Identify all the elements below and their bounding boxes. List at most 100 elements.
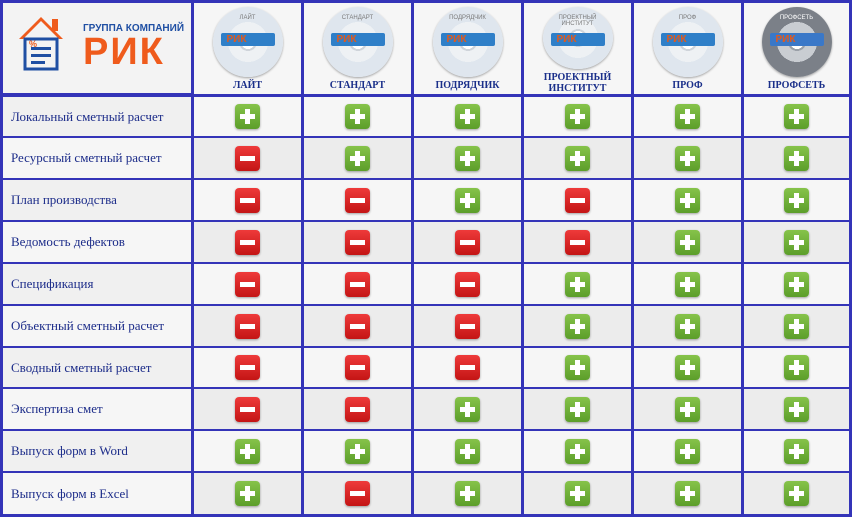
feature-cell xyxy=(304,222,411,262)
feature-cell xyxy=(414,389,521,429)
plus-icon xyxy=(675,438,700,464)
feature-cell xyxy=(194,306,301,346)
feature-label: Ресурсный сметный расчет xyxy=(3,138,191,178)
feature-label: Объектный сметный расчет xyxy=(3,306,191,346)
disc-brand: РИК xyxy=(775,34,796,45)
disc-caption: СТАНДАРТ xyxy=(341,15,374,21)
feature-cell xyxy=(194,180,301,220)
disc-band xyxy=(220,33,275,46)
feature-cell xyxy=(414,138,521,178)
feature-cell xyxy=(524,264,631,304)
minus-icon xyxy=(235,229,260,255)
plus-icon xyxy=(565,438,590,464)
product-header: ПРОЕКТНЫЙ ИНСТИТУТ РИК ПРОЕКТНЫЙ ИНСТИТУТ xyxy=(524,3,631,94)
feature-label: Сводный сметный расчет xyxy=(3,348,191,387)
product-label: ЛАЙТ xyxy=(232,80,263,91)
plus-icon xyxy=(565,396,590,422)
feature-cell xyxy=(304,306,411,346)
feature-cell xyxy=(524,473,631,514)
plus-icon xyxy=(784,355,809,380)
plus-icon xyxy=(784,438,809,464)
plus-icon xyxy=(345,438,370,464)
disc-caption: ПРОФ xyxy=(678,15,697,21)
feature-cell xyxy=(194,348,301,387)
feature-cell xyxy=(304,431,411,471)
disc-brand: РИК xyxy=(666,34,687,45)
feature-label: Ведомость дефектов xyxy=(3,222,191,262)
plus-icon xyxy=(784,145,809,171)
product-label: ПРОФ xyxy=(672,80,703,91)
minus-icon xyxy=(235,187,260,213)
plus-icon xyxy=(784,271,809,297)
plus-icon xyxy=(675,145,700,171)
feature-cell xyxy=(304,264,411,304)
minus-icon xyxy=(345,481,370,506)
plus-icon xyxy=(455,481,480,506)
plus-icon xyxy=(675,355,700,380)
disc-band xyxy=(330,33,385,46)
disc-band xyxy=(769,33,824,46)
minus-icon xyxy=(235,355,260,380)
minus-icon xyxy=(235,145,260,171)
disc-caption: ПРОЕКТНЫЙ ИНСТИТУТ xyxy=(558,15,597,27)
plus-icon xyxy=(675,104,700,129)
disc-brand: РИК xyxy=(556,34,577,45)
logo-brand-text: РИК xyxy=(83,31,165,73)
svg-text:%: % xyxy=(29,39,37,49)
disc-caption: ПРОФСЕТЬ xyxy=(779,15,814,21)
feature-cell xyxy=(414,264,521,304)
plus-icon xyxy=(565,481,590,506)
plus-icon xyxy=(565,104,590,129)
product-label: ПРОЕКТНЫЙ ИНСТИТУТ xyxy=(543,72,612,94)
feature-cell xyxy=(414,306,521,346)
feature-cell xyxy=(304,389,411,429)
minus-icon xyxy=(455,229,480,255)
feature-cell xyxy=(414,348,521,387)
house-logo-icon: % xyxy=(19,17,63,71)
plus-icon xyxy=(784,104,809,129)
product-disc-icon: ПРОФ РИК xyxy=(652,7,723,77)
minus-icon xyxy=(455,313,480,339)
disc-brand: РИК xyxy=(336,34,357,45)
plus-icon xyxy=(675,313,700,339)
feature-cell xyxy=(744,473,849,514)
product-disc-icon: СТАНДАРТ РИК xyxy=(322,7,393,77)
feature-cell xyxy=(744,389,849,429)
feature-cell xyxy=(744,138,849,178)
plus-icon xyxy=(675,187,700,213)
plus-icon xyxy=(784,229,809,255)
product-header: СТАНДАРТ РИК СТАНДАРТ xyxy=(304,3,411,94)
minus-icon xyxy=(345,229,370,255)
minus-icon xyxy=(565,229,590,255)
plus-icon xyxy=(565,145,590,171)
plus-icon xyxy=(235,104,260,129)
feature-cell xyxy=(524,180,631,220)
product-label: СТАНДАРТ xyxy=(329,80,386,91)
feature-cell xyxy=(634,348,741,387)
minus-icon xyxy=(345,271,370,297)
logo-group-text: ГРУППА КОМПАНИЙ xyxy=(83,23,185,34)
feature-cell xyxy=(194,138,301,178)
feature-cell xyxy=(744,222,849,262)
disc-band xyxy=(660,33,715,46)
plus-icon xyxy=(675,271,700,297)
feature-label: Локальный сметный расчет xyxy=(3,97,191,136)
feature-cell xyxy=(524,222,631,262)
plus-icon xyxy=(345,145,370,171)
feature-label: Выпуск форм в Excel xyxy=(3,473,191,514)
feature-cell xyxy=(744,180,849,220)
plus-icon xyxy=(235,438,260,464)
feature-cell xyxy=(194,222,301,262)
plus-icon xyxy=(565,313,590,339)
feature-cell xyxy=(524,389,631,429)
feature-cell xyxy=(634,222,741,262)
feature-cell xyxy=(744,97,849,136)
minus-icon xyxy=(345,187,370,213)
disc-band xyxy=(550,33,605,46)
product-header: ПРОФ РИК ПРОФ xyxy=(634,3,741,94)
